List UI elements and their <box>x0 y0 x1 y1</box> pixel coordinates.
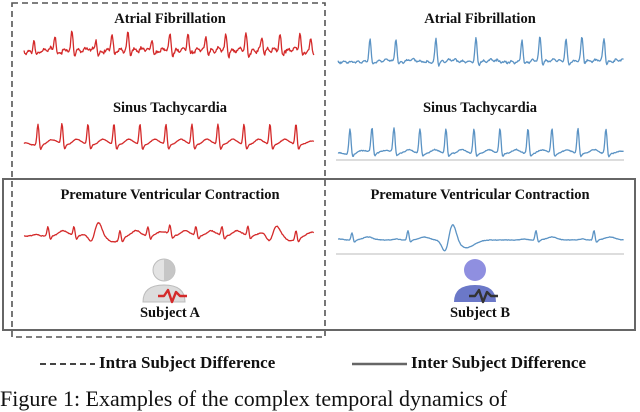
label-stach-subject-a: Sinus Tachycardia <box>112 100 228 116</box>
legend-intra-label: Intra Subject Difference <box>99 353 276 372</box>
intra-subject-box <box>11 2 326 338</box>
label-pvc-subject-b: Premature Ventricular Contraction <box>370 187 590 203</box>
subject-b-icon <box>454 259 498 304</box>
ecg-trace-afib-subject-a <box>23 30 315 59</box>
label-afib-subject-a: Atrial Fibrillation <box>114 11 226 27</box>
label-subject-b: Subject B <box>449 305 511 321</box>
ecg-trace-stach-subject-a <box>23 123 315 151</box>
label-subject-a: Subject A <box>139 305 201 321</box>
ecg-trace-pvc-subject-a <box>23 221 315 243</box>
legend-inter-label: Inter Subject Difference <box>411 353 586 372</box>
ecg-trace-pvc-subject-b <box>338 224 624 252</box>
ecg-trace-afib-subject-b <box>337 36 624 67</box>
figure-caption: Figure 1: Examples of the complex tempor… <box>0 386 508 411</box>
inter-subject-box <box>2 178 636 331</box>
label-pvc-subject-a: Premature Ventricular Contraction <box>60 187 280 203</box>
subject-a-icon <box>142 258 187 304</box>
label-afib-subject-b: Atrial Fibrillation <box>424 11 536 27</box>
ecg-trace-stach-subject-b <box>337 127 624 158</box>
label-stach-subject-b: Sinus Tachycardia <box>422 100 538 116</box>
